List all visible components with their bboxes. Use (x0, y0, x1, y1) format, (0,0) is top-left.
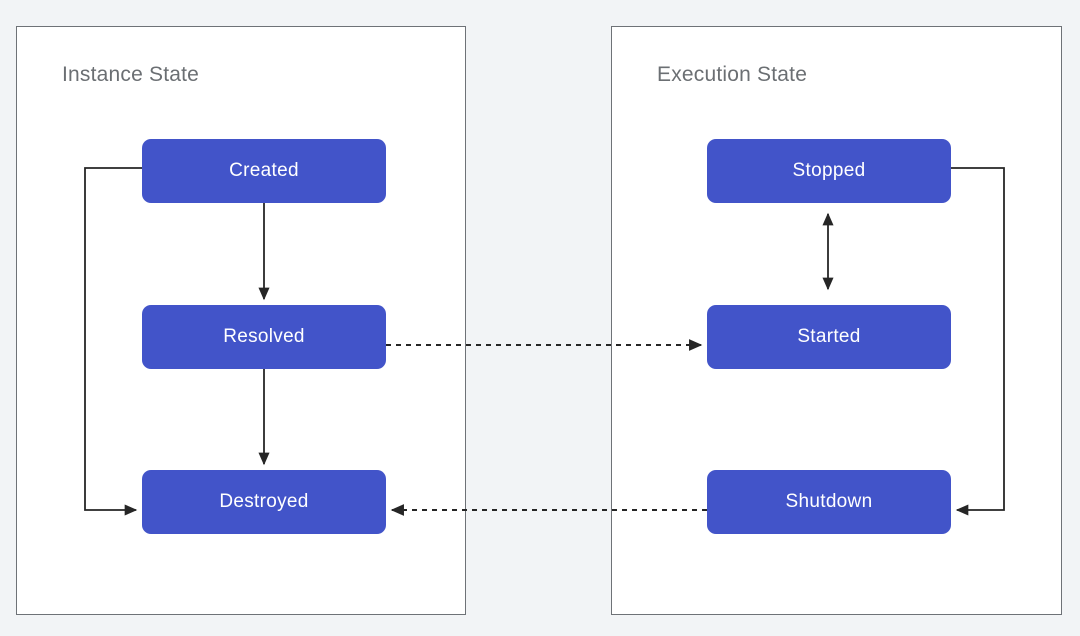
state-node-destroyed[interactable]: Destroyed (142, 470, 386, 534)
state-node-shutdown[interactable]: Shutdown (707, 470, 951, 534)
panel-instance-state-title: Instance State (62, 63, 200, 86)
state-node-stopped[interactable]: Stopped (707, 139, 951, 203)
state-node-started[interactable]: Started (707, 305, 951, 369)
panel-execution-state-title: Execution State (657, 63, 808, 86)
state-node-resolved[interactable]: Resolved (142, 305, 386, 369)
state-node-created[interactable]: Created (142, 139, 386, 203)
